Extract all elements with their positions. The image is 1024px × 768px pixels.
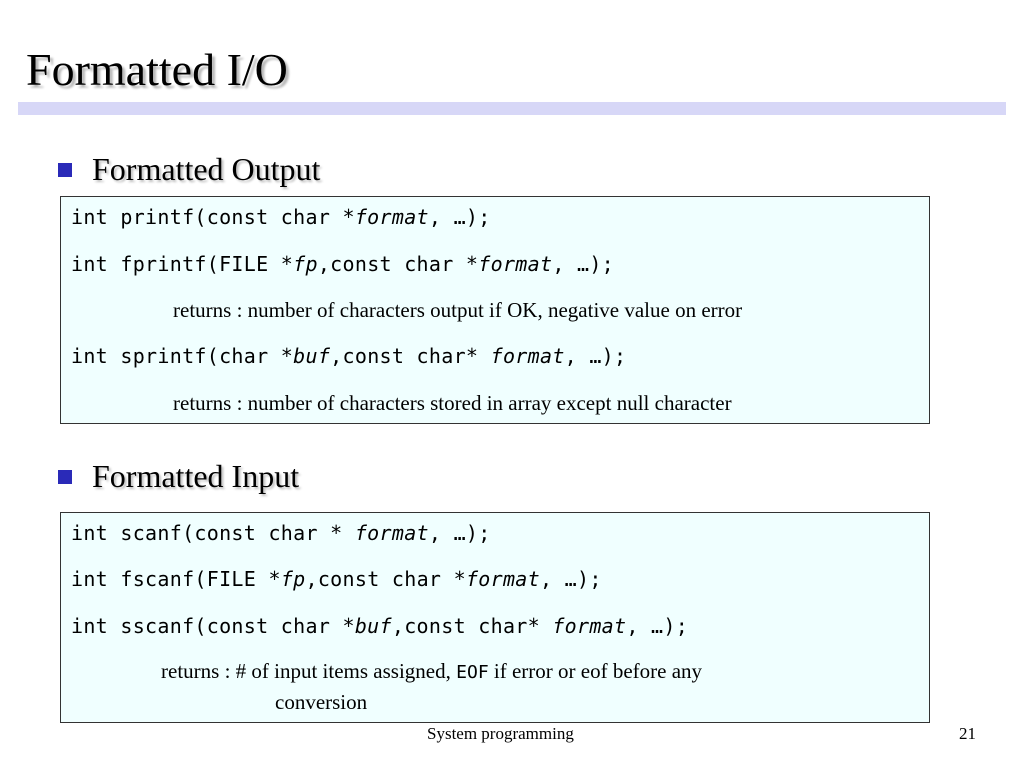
scanf-return-note: returns : # of input items assigned, EOF…: [161, 659, 703, 683]
page-number: 21: [959, 724, 976, 743]
printf-return-note: returns : number of characters output if…: [173, 298, 743, 322]
fscanf-signature: int fscanf(FILE *fp,const char *format, …: [71, 567, 602, 591]
title-underline-bar: [18, 102, 1006, 115]
footer-text: System programming: [427, 724, 574, 743]
input-section-heading: Formatted Input: [92, 458, 300, 494]
output-code-box: int printf(const char *format, …); int f…: [60, 196, 930, 424]
scanf-signature: int scanf(const char * format, …);: [71, 521, 491, 545]
slide-title: Formatted I/O: [26, 44, 288, 95]
scanf-return-note-continued: conversion: [275, 690, 368, 714]
sscanf-signature: int sscanf(const char *buf,const char* f…: [71, 614, 689, 638]
square-bullet-icon: [58, 163, 72, 177]
output-section-heading: Formatted Output: [92, 151, 321, 187]
fprintf-signature: int fprintf(FILE *fp,const char *format,…: [71, 252, 615, 276]
printf-signature: int printf(const char *format, …);: [71, 205, 491, 229]
square-bullet-icon: [58, 470, 72, 484]
sprintf-signature: int sprintf(char *buf,const char* format…: [71, 344, 627, 368]
input-code-box: int scanf(const char * format, …); int f…: [60, 512, 930, 723]
sprintf-return-note: returns : number of characters stored in…: [173, 391, 732, 415]
